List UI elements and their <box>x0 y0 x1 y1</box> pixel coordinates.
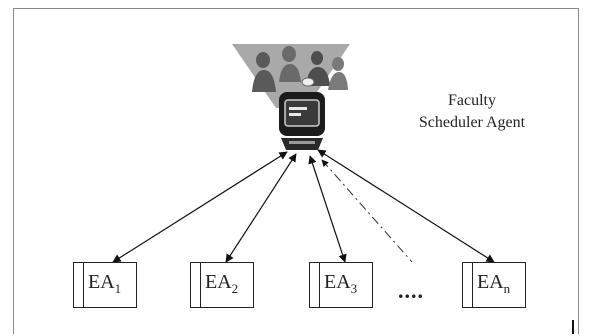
link-ean <box>317 149 495 263</box>
box-tab <box>200 263 201 307</box>
event-agent-label: EA2 <box>205 271 239 296</box>
link-ea3 <box>308 155 347 263</box>
link-ea1 <box>112 151 288 263</box>
event-agent-box-2: EA2 <box>190 262 254 308</box>
people-group-icon <box>232 44 350 108</box>
event-agent-box-1: EA1 <box>73 262 137 308</box>
diagram-frame <box>13 8 579 334</box>
link-ea2 <box>225 153 297 263</box>
scheduler-label-line1: Faculty <box>448 92 496 109</box>
computer-icon <box>279 92 325 150</box>
ellipsis-more-agents: .... <box>398 278 424 303</box>
event-agent-box-n: EAn <box>462 262 526 308</box>
event-agent-label: EAn <box>477 271 511 296</box>
box-tab <box>83 263 84 307</box>
box-tab <box>319 263 320 307</box>
link-dashed <box>321 159 413 263</box>
corner-mark <box>572 320 574 334</box>
scheduler-label-line2: Scheduler Agent <box>418 114 526 131</box>
scheduler-agent-label: Faculty Scheduler Agent <box>410 90 534 134</box>
event-agent-label: EA3 <box>324 271 358 296</box>
event-agent-label: EA1 <box>88 271 122 296</box>
event-agent-box-3: EA3 <box>309 262 373 308</box>
box-tab <box>472 263 473 307</box>
